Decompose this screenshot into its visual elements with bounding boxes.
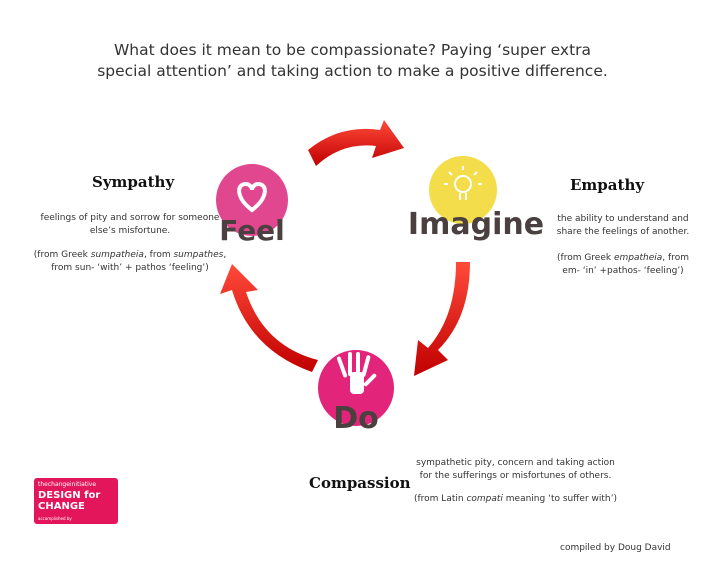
- compassion-def-line-1: sympathetic pity, concern and taking act…: [416, 458, 615, 468]
- page-title: What does it mean to be compassionate? P…: [60, 40, 645, 82]
- sympathy-heading: Sympathy: [92, 173, 175, 191]
- empathy-heading: Empathy: [570, 176, 645, 194]
- sympathy-origin: (from Greek sumpatheia, from sumpathes, …: [22, 249, 238, 275]
- compassion-heading: Compassion: [309, 474, 411, 492]
- lightbulb-icon: [444, 166, 482, 200]
- empathy-def-line-2: share the feelings of another.: [556, 227, 690, 237]
- empathy-origin-line-1: (from Greek empatheia, from: [557, 253, 689, 263]
- title-line-1: What does it mean to be compassionate? P…: [113, 41, 592, 59]
- arrow-feel-to-imagine: [308, 120, 404, 166]
- feel-icon: Feel: [216, 164, 288, 247]
- imagine-label: Imagine: [408, 207, 544, 242]
- compassion-def-line-2: for the sufferings or misfortunes of oth…: [419, 471, 612, 481]
- credit-text: compiled by Doug David: [560, 543, 671, 553]
- design-for-change-logo: thechangeinitiative DESIGN for CHANGE ac…: [34, 478, 118, 524]
- empathy-definition: the ability to understand and share the …: [548, 213, 698, 239]
- imagine-icon: Imagine: [408, 156, 544, 242]
- logo-line-1: thechangeinitiative: [38, 481, 97, 488]
- logo-line-2-3: DESIGN for CHANGE: [38, 490, 101, 512]
- heart-icon: [237, 181, 267, 213]
- sympathy-origin-line-2: from sun- ‘with’ + pathos ‘feeling’): [51, 263, 209, 273]
- hand-icon: [336, 352, 377, 394]
- compassion-definition: sympathetic pity, concern and taking act…: [408, 457, 623, 483]
- logo-line-4: accomplished by: [38, 516, 72, 521]
- empathy-def-line-1: the ability to understand and: [557, 214, 689, 224]
- sympathy-def-line-2: else’s misfortune.: [89, 226, 171, 236]
- arrow-do-to-feel: [220, 264, 318, 372]
- do-icon: Do: [318, 350, 394, 436]
- sympathy-definition: feelings of pity and sorrow for someone …: [30, 212, 230, 238]
- compassion-origin: (from Latin compati meaning ‘to suffer w…: [413, 494, 617, 504]
- do-label: Do: [333, 401, 379, 436]
- feel-label: Feel: [219, 214, 285, 247]
- sympathy-def-line-1: feelings of pity and sorrow for someone: [40, 213, 220, 223]
- title-line-2: special attention’ and taking action to …: [97, 62, 608, 80]
- sympathy-origin-line-1: (from Greek sumpatheia, from sumpathes,: [33, 250, 227, 260]
- empathy-origin-line-2: em- ‘in’ +pathos- ‘feeling’): [562, 266, 684, 276]
- arrow-imagine-to-do: [414, 262, 470, 376]
- empathy-origin: (from Greek empatheia, from em- ‘in’ +pa…: [548, 252, 698, 278]
